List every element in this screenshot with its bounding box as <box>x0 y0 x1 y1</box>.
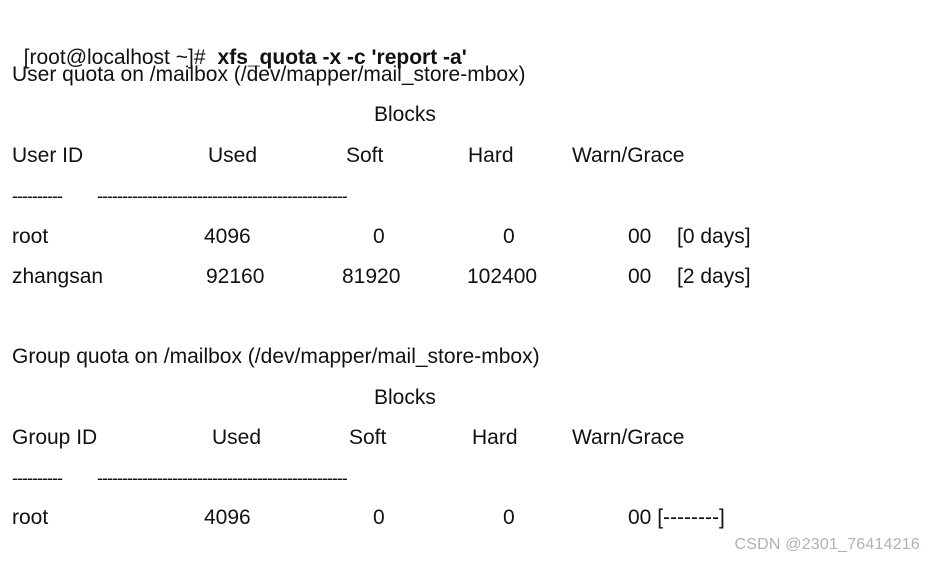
group-quota-title: Group quota on /mailbox (/dev/mapper/mai… <box>12 345 540 368</box>
user-header-used: Used <box>208 144 258 167</box>
table-row-used: 4096 <box>204 225 251 248</box>
group-header-id: Group ID <box>12 426 98 449</box>
table-row-hard: 0 <box>503 225 515 248</box>
user-quota-title: User quota on /mailbox (/dev/mapper/mail… <box>12 63 526 86</box>
group-header-soft: Soft <box>349 426 387 449</box>
user-header-soft: Soft <box>346 144 384 167</box>
group-separator-short: ---------- <box>12 468 63 488</box>
table-row-warn: 00 <box>628 265 652 288</box>
table-row-warn-grace: 00 [--------] <box>628 506 725 529</box>
group-blocks-header: Blocks <box>374 386 436 409</box>
table-row-hard: 102400 <box>467 265 538 288</box>
command-line: [root@localhost ~]# xfs_quota -x -c 'repo… <box>12 22 467 70</box>
user-header-id: User ID <box>12 144 84 167</box>
table-row-id: zhangsan <box>12 265 104 288</box>
command-text: xfs_quota -x -c 'report -a' <box>217 46 467 69</box>
table-row-soft: 81920 <box>342 265 401 288</box>
table-row-soft: 0 <box>373 506 385 529</box>
user-header-warn: Warn/Grace <box>572 144 685 167</box>
group-header-used: Used <box>212 426 262 449</box>
table-row-warn: 00 <box>628 225 652 248</box>
group-header-warn: Warn/Grace <box>572 426 685 449</box>
table-row-grace: [2 days] <box>677 265 751 288</box>
table-row-id: root <box>12 225 49 248</box>
table-row-grace: [0 days] <box>677 225 751 248</box>
group-header-hard: Hard <box>472 426 518 449</box>
user-separator-short: ---------- <box>12 186 63 206</box>
table-row-used: 92160 <box>206 265 265 288</box>
user-blocks-header: Blocks <box>374 103 436 126</box>
group-separator-long: ----------------------------------------… <box>97 468 348 488</box>
table-row-id: root <box>12 506 49 529</box>
table-row-used: 4096 <box>204 506 251 529</box>
user-header-hard: Hard <box>468 144 514 167</box>
shell-prompt: [root@localhost ~]# <box>23 46 206 69</box>
watermark: CSDN @2301_76414216 <box>734 536 920 553</box>
table-row-soft: 0 <box>373 225 385 248</box>
user-separator-long: ----------------------------------------… <box>97 186 348 206</box>
table-row-hard: 0 <box>503 506 515 529</box>
